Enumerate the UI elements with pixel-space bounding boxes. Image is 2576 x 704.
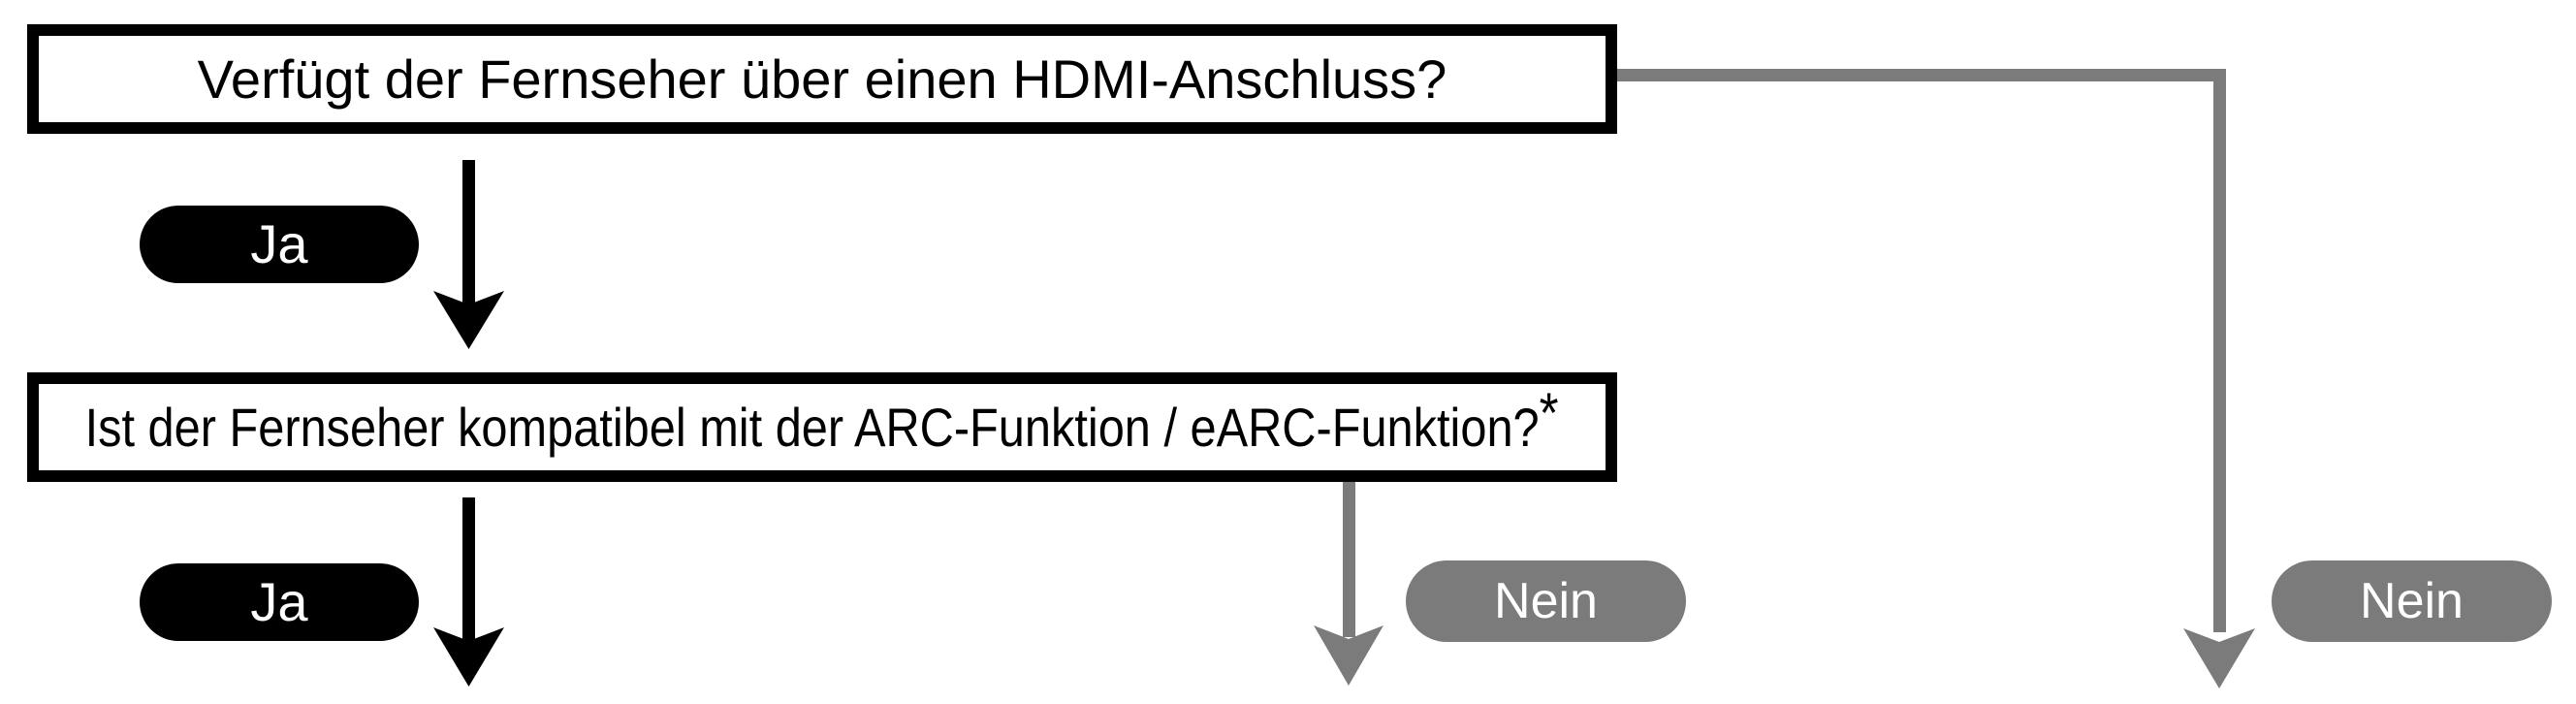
question-text-arc: Ist der Fernseher kompatibel mit der ARC… bbox=[85, 381, 1560, 458]
ja-badge-hdmi-label: Ja bbox=[250, 213, 308, 274]
nein-badge-arc: Nein bbox=[1406, 560, 1686, 642]
nein-badge-arc-label: Nein bbox=[1494, 573, 1598, 629]
ja-badge-arc: Ja bbox=[140, 563, 419, 641]
question-text-hdmi: Verfügt der Fernseher über einen HDMI-An… bbox=[197, 48, 1447, 110]
question-box-hdmi: Verfügt der Fernseher über einen HDMI-An… bbox=[27, 24, 1617, 134]
question-box-arc: Ist der Fernseher kompatibel mit der ARC… bbox=[27, 372, 1617, 482]
arrow-down-gray-arc-no bbox=[1314, 482, 1383, 686]
ja-badge-arc-label: Ja bbox=[250, 571, 308, 632]
question-text-hdmi-label: Verfügt der Fernseher über einen HDMI-An… bbox=[197, 48, 1447, 110]
arrow-down-black-arc-yes bbox=[433, 497, 504, 687]
ja-badge-hdmi: Ja bbox=[140, 206, 419, 283]
elbow-arrow-down-gray-hdmi-no bbox=[1617, 69, 2255, 688]
arrow-down-black-hdmi-yes bbox=[433, 160, 504, 349]
nein-badge-hdmi-label: Nein bbox=[2360, 573, 2464, 629]
question-text-arc-label: Ist der Fernseher kompatibel mit der ARC… bbox=[85, 396, 1541, 458]
nein-badge-hdmi: Nein bbox=[2272, 560, 2552, 642]
